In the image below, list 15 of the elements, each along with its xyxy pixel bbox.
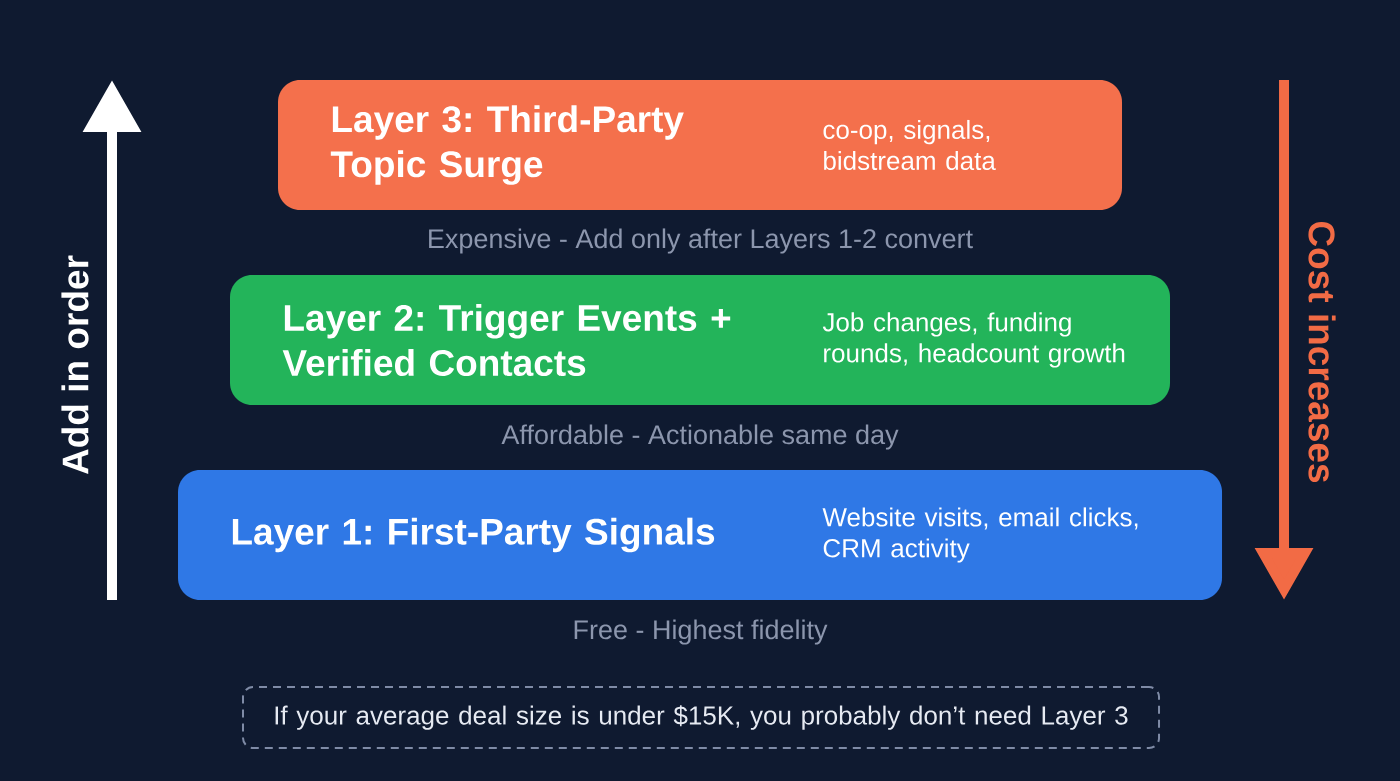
layer-description: Website visits, email clicks, CRM activity [822,507,1138,563]
arrow-label: Add in order [61,255,89,475]
layer-caption: Free - Highest fidelity [574,619,828,645]
layer-description: Job changes, funding rounds, headcount growth [822,312,1125,368]
note-box: If your average deal size is under $15K, you probably don’t need Layer 3 [242,686,1160,749]
layer-title: Layer 3: Third-Party Topic Surge [330,105,684,185]
layer-title: Layer 2: Trigger Events + Verified Contacts [282,303,731,377]
layer-caption: Expensive - Add only after Layers 1-2 convert [429,228,973,254]
layer-title: Layer 1: First-Party Signals [232,517,715,553]
layer-description: co-op, signals, bidstream data [823,119,996,171]
layer-box [230,275,1170,405]
layer-caption: Affordable - Actionable same day [501,424,899,450]
layer-box [278,80,1122,210]
arrow-label: Cost increases [1308,221,1336,483]
layer-box [178,470,1222,600]
